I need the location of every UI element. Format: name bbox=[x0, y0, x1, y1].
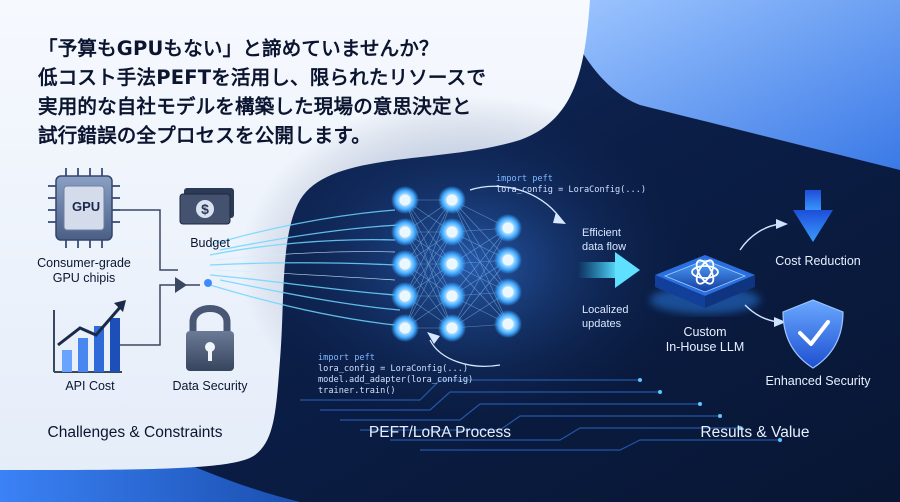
network-node bbox=[446, 194, 458, 206]
code-bottom-line-2: lora_config = LoraConfig(...) bbox=[318, 364, 469, 374]
network-link bbox=[451, 227, 509, 297]
shield-check-icon bbox=[782, 299, 844, 369]
loop-arrow-head-bottom bbox=[427, 332, 440, 344]
neural-network bbox=[391, 186, 522, 342]
network-node bbox=[502, 318, 514, 330]
code-snippet-top: import peft lora_config = LoraConfig(...… bbox=[496, 174, 646, 196]
openai-logo-icon bbox=[691, 259, 719, 285]
localized-updates-label: Localized updates bbox=[582, 304, 629, 330]
network-node bbox=[446, 290, 458, 302]
section-label-challenges: Challenges & Constraints bbox=[47, 424, 223, 441]
loop-arrow-head-top bbox=[553, 212, 566, 224]
circuit-traces bbox=[300, 379, 780, 451]
llm-platform bbox=[650, 255, 760, 314]
cost-reduction-label: Cost Reduction bbox=[775, 254, 861, 268]
network-link bbox=[451, 259, 509, 329]
data-security-label: Data Security bbox=[172, 379, 248, 393]
code-bottom-line-1: import peft bbox=[318, 353, 375, 363]
flow-arrow-icon bbox=[578, 252, 640, 288]
headline-line-2: 低コスト手法PEFTを活用し、限られたリソースで bbox=[38, 66, 487, 89]
dollar-sign: $ bbox=[201, 201, 209, 217]
challenge-arrow-head bbox=[175, 277, 187, 293]
network-node bbox=[502, 222, 514, 234]
network-node bbox=[446, 258, 458, 270]
center-glow bbox=[240, 95, 700, 435]
network-link bbox=[404, 199, 453, 297]
top-right-gradient bbox=[560, 0, 900, 170]
gpu-label: Consumer-grade GPU chipis bbox=[37, 256, 131, 285]
network-node bbox=[399, 322, 411, 334]
section-label-results: Results & Value bbox=[700, 424, 810, 441]
arrow-head-security bbox=[774, 317, 786, 327]
growth-chart-icon bbox=[53, 300, 126, 373]
padlock-icon bbox=[186, 305, 234, 371]
llm-label: Custom In-House LLM bbox=[665, 325, 745, 354]
enhanced-security-label: Enhanced Security bbox=[765, 374, 871, 388]
circuit-dots bbox=[638, 378, 782, 442]
api-cost-label: API Cost bbox=[65, 379, 115, 393]
headline-line-1: 「予算もGPUもない」と諦めていませんか？ bbox=[38, 37, 439, 60]
money-icon bbox=[179, 188, 234, 225]
section-label-process: PEFT/LoRA Process bbox=[368, 424, 512, 441]
network-node bbox=[399, 194, 411, 206]
code-bottom-line-3: model.add_adapter(lora_config) bbox=[318, 375, 474, 385]
down-arrow-icon bbox=[793, 190, 833, 242]
junction-dot bbox=[204, 279, 212, 287]
arrow-head-cost bbox=[776, 219, 788, 229]
network-node bbox=[502, 286, 514, 298]
network-link bbox=[404, 231, 453, 329]
loop-arrows bbox=[429, 185, 561, 367]
efficient-flow-label: Efficient data flow bbox=[582, 227, 627, 253]
network-node bbox=[399, 290, 411, 302]
code-top-line-2: lora_config = LoraConfig(...) bbox=[496, 185, 647, 195]
network-node bbox=[502, 254, 514, 266]
network-node bbox=[446, 226, 458, 238]
code-snippet-bottom: import peft lora_config = LoraConfig(...… bbox=[318, 353, 473, 397]
gpu-chip-text: GPU bbox=[72, 199, 101, 214]
headline-line-3: 実用的な自社モデルを構築した現場の意思決定と bbox=[38, 95, 472, 118]
data-streams bbox=[209, 209, 401, 326]
bottom-left-band bbox=[0, 380, 300, 502]
gpu-chip-icon bbox=[48, 168, 120, 248]
code-top-line-1: import peft bbox=[496, 174, 553, 184]
network-node bbox=[399, 258, 411, 270]
headline: 「予算もGPUもない」と諦めていませんか？ 低コスト手法PEFTを活用し、限られ… bbox=[38, 34, 558, 150]
network-node bbox=[399, 226, 411, 238]
code-bottom-line-4: trainer.train() bbox=[318, 386, 396, 396]
headline-line-4: 試行錯誤の全プロセスを公開します。 bbox=[38, 124, 371, 147]
budget-label: Budget bbox=[190, 236, 230, 250]
network-node bbox=[446, 322, 458, 334]
network-link bbox=[451, 227, 509, 329]
